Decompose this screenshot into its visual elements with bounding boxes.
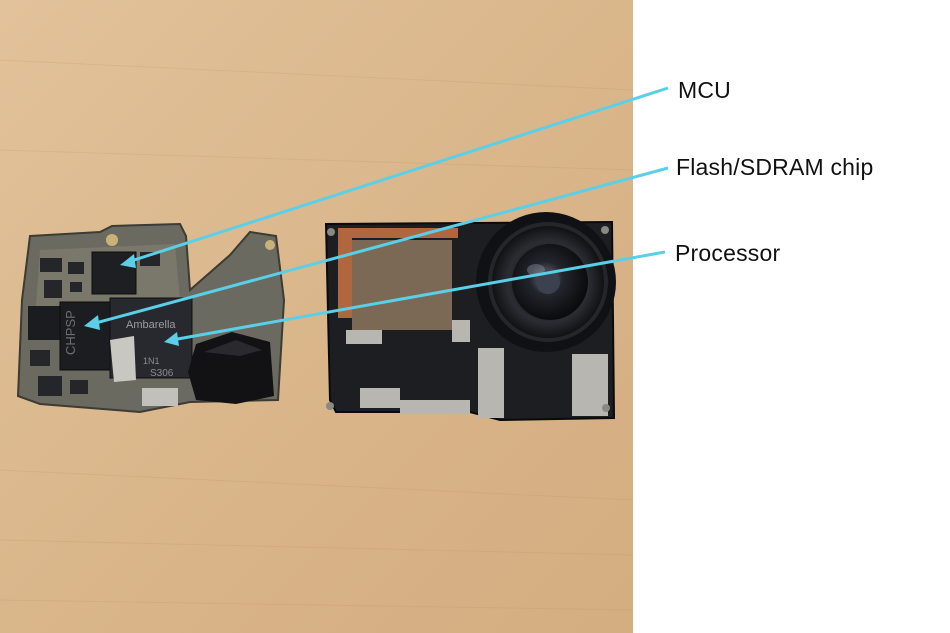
mcu-arrowhead (120, 254, 136, 268)
processor-callout-line (171, 250, 666, 342)
ram-brand-marking: CHPSP (63, 310, 78, 355)
processor-arrowhead (164, 332, 179, 346)
processor-label: Processor (675, 240, 781, 266)
mcu-callout-line (127, 86, 669, 264)
flash-sdram-label: Flash/SDRAM chip (676, 154, 874, 180)
flash-arrowhead (84, 315, 100, 330)
processor-line-marking: 1N1 (143, 356, 160, 366)
mcu-label: MCU (678, 77, 731, 103)
processor-brand-marking: Ambarella (126, 319, 176, 331)
processor-code-marking: S306 (150, 368, 174, 379)
teardown-photo: CHPSP Ambarella 1N1 S306 (0, 0, 633, 633)
camera-frame (324, 212, 616, 422)
circuit-board: CHPSP Ambarella 1N1 S306 (16, 222, 286, 414)
camera-lens (476, 212, 616, 352)
qfn-chip (28, 306, 62, 340)
flash-callout-line (91, 166, 669, 326)
